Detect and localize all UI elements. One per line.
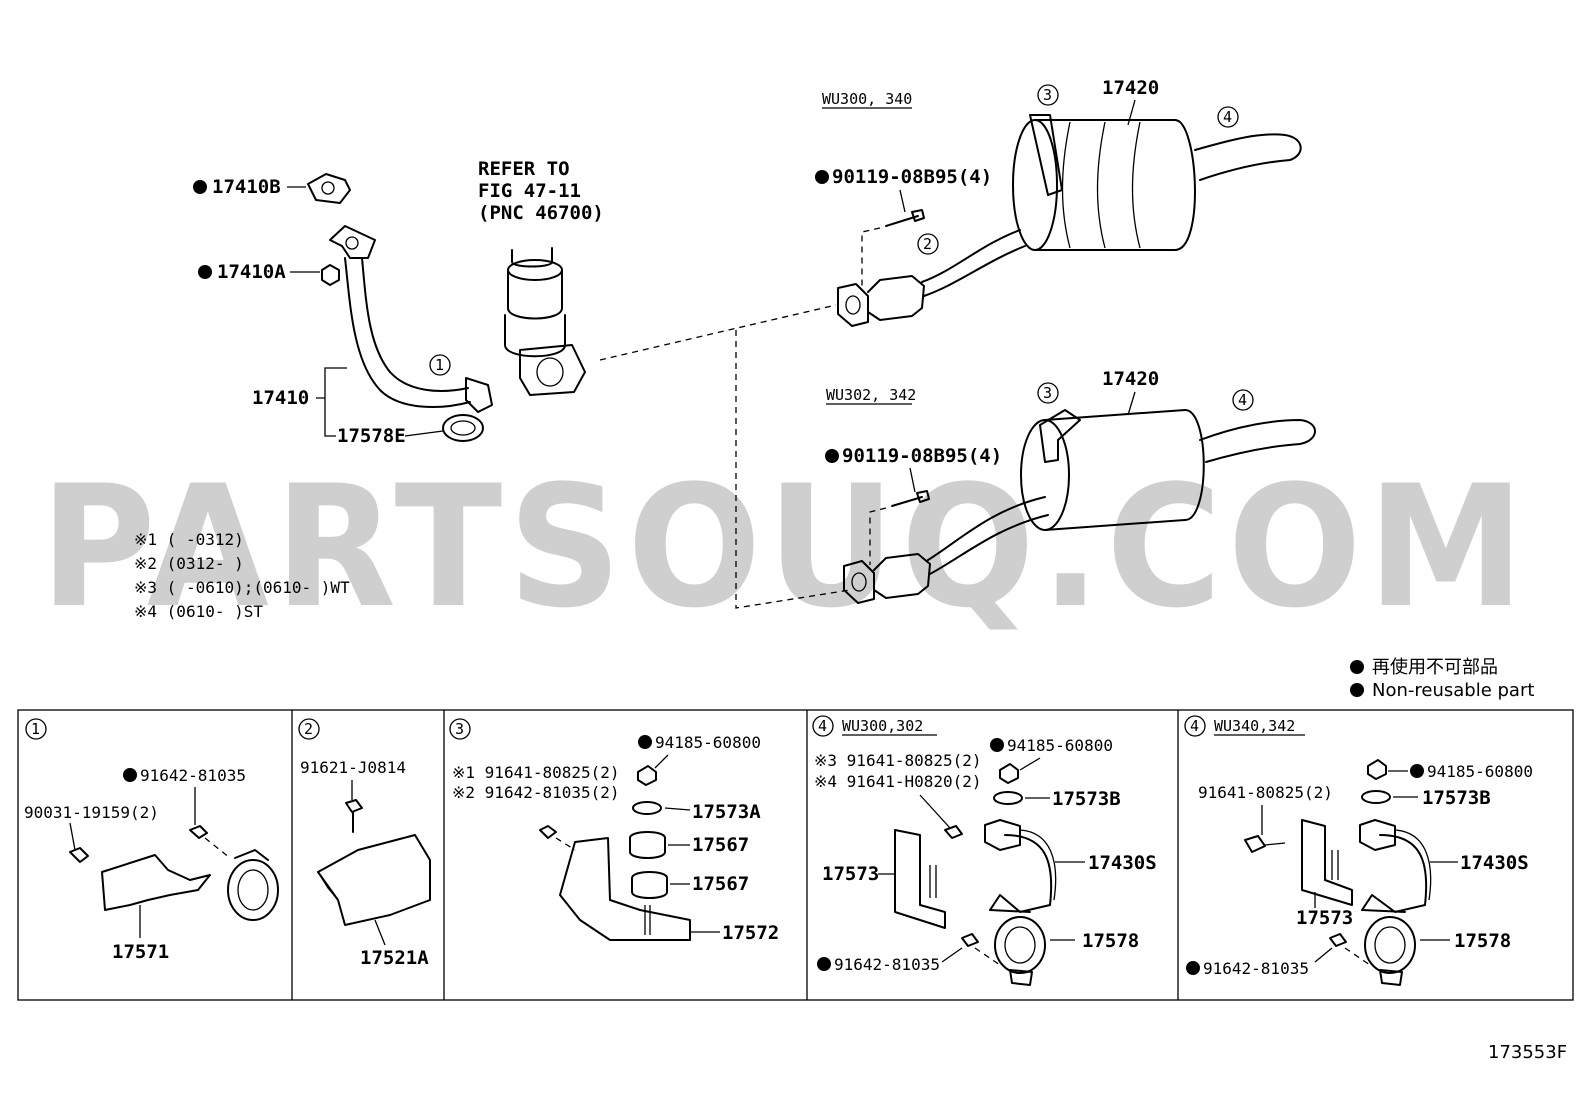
muffler-top-drawing: [837, 114, 1302, 327]
panel-4b-label-b: 17573B: [1422, 787, 1491, 809]
panel-4a-label-d: 17430S: [1088, 852, 1157, 874]
panel-3-note-1: ※1 91641-80825(2): [452, 763, 620, 782]
panel-4b: 4 WU340,342 94185-60800 91641-80825(2) 1…: [1184, 715, 1533, 986]
part-17410-label: 17410: [252, 387, 309, 409]
watermark: PARTSOUQ.COM: [40, 449, 1530, 645]
part-17578E-label: 17578E: [337, 425, 406, 447]
panel-4b-label-c: 17573: [1296, 907, 1353, 929]
note-3: ※3 ( -0610);(0610- )WT: [134, 578, 350, 597]
panel-3: 3 94185-60800 ※1 91641-80825(2) ※2 91642…: [449, 718, 779, 944]
non-reusable-dot: [825, 449, 839, 463]
panel-4a-title: WU300,302: [842, 717, 923, 735]
panel-4a: 4 WU300,302 ※3 91641-80825(2) ※4 91641-H…: [812, 715, 1157, 986]
refer-line-3: (PNC 46700): [478, 202, 604, 224]
nut-17410A-drawing: [321, 264, 340, 286]
panel-4b-label-f: 91642-81035: [1203, 959, 1309, 978]
connection-line: [599, 304, 837, 361]
non-reusable-dot: [815, 170, 829, 184]
bolt-top-label: 90119-08B95(4): [832, 166, 992, 188]
panel-1-label-b: 90031-19159(2): [24, 803, 159, 822]
svg-text:4: 4: [1223, 108, 1232, 126]
callout-1-label: 1: [435, 356, 444, 374]
panel-3-label-e: 17572: [722, 922, 779, 944]
panel-3-label-b: 17573A: [692, 801, 761, 823]
panel-1: 1 91642-81035 90031-19159(2) 17571: [24, 718, 279, 963]
legend-japanese: 再使用不可部品: [1372, 657, 1498, 678]
legend-dot-ja: [1350, 660, 1364, 674]
note-1: ※1 ( -0312): [134, 530, 244, 549]
panel-3-note-2: ※2 91642-81035(2): [452, 783, 620, 802]
panel-4a-label-e: 17578: [1082, 930, 1139, 952]
svg-text:4: 4: [1238, 391, 1247, 409]
legend-english: Non-reusable part: [1372, 680, 1534, 701]
front-pipe-17410-drawing: [329, 225, 493, 413]
panel-3-label-c: 17567: [692, 834, 749, 856]
panel-4b-label-e: 17578: [1454, 930, 1511, 952]
part-17410A-label: 17410A: [217, 261, 286, 283]
callout-1-circle: [429, 354, 451, 376]
non-reusable-dot: [193, 180, 207, 194]
callout-3-top-circle: [1037, 84, 1059, 106]
panel-3-label-a: 94185-60800: [655, 733, 761, 752]
callout-4-bottom-circle: [1232, 389, 1254, 411]
variant-top-label: WU300, 340: [822, 90, 912, 108]
panel-4a-label-a: 94185-60800: [1007, 736, 1113, 755]
muffler-bottom-drawing: [843, 409, 1316, 604]
muffler-top-label: 17420: [1102, 77, 1159, 99]
note-2: ※2 (0312- ): [134, 554, 244, 573]
clamp-17578E-drawing: [442, 414, 484, 442]
refer-line-2: FIG 47-11: [478, 180, 581, 202]
diagram-code: 173553F: [1488, 1042, 1567, 1063]
bolt-bottom-label: 90119-08B95(4): [842, 445, 1002, 467]
panel-2: 2 91621-J0814 17521A: [298, 718, 431, 969]
panel-1-number: 1: [31, 720, 40, 738]
panel-4a-number: 4: [818, 717, 827, 735]
note-4: ※4 (0610- )ST: [134, 602, 263, 621]
panel-4a-label-b: 17573B: [1052, 788, 1121, 810]
svg-text:3: 3: [1043, 384, 1052, 402]
variant-bottom-label: WU302, 342: [826, 386, 916, 404]
connection-line-lower: [735, 330, 851, 609]
panel-2-number: 2: [304, 720, 313, 738]
detail-panels-frame: [17, 709, 1574, 1001]
panel-2-label-b: 17521A: [360, 947, 429, 969]
callout-4-top-circle: [1217, 106, 1239, 128]
panel-4b-label-g: 91641-80825(2): [1198, 783, 1333, 802]
svg-text:2: 2: [923, 235, 932, 253]
refer-line-1: REFER TO: [478, 158, 570, 180]
panel-4a-note-4: ※4 91641-H0820(2): [814, 772, 982, 791]
panel-1-label-a: 91642-81035: [140, 766, 246, 785]
panel-4a-label-f: 91642-81035: [834, 955, 940, 974]
callout-2-circle: [917, 233, 939, 255]
svg-text:3: 3: [1043, 86, 1052, 104]
panel-4b-label-d: 17430S: [1460, 852, 1529, 874]
panel-3-label-d: 17567: [692, 873, 749, 895]
non-reusable-dot: [198, 265, 212, 279]
panel-2-label-a: 91621-J0814: [300, 758, 406, 777]
part-17410B-label: 17410B: [212, 176, 281, 198]
panel-3-number: 3: [455, 720, 464, 738]
panel-4b-number: 4: [1190, 717, 1199, 735]
panel-4b-label-a: 94185-60800: [1427, 762, 1533, 781]
panel-4a-label-c: 17573: [822, 863, 879, 885]
panel-4a-note-3: ※3 91641-80825(2): [814, 751, 982, 770]
legend-dot-en: [1350, 683, 1364, 697]
callout-3-bottom-circle: [1037, 382, 1059, 404]
panel-4b-title: WU340,342: [1214, 717, 1295, 735]
muffler-bottom-label: 17420: [1102, 368, 1159, 390]
panel-1-label-c: 17571: [112, 941, 169, 963]
gasket-17410B-drawing: [307, 173, 351, 204]
bolt-top-drawing: [885, 209, 925, 227]
bolt-bottom-drawing: [891, 490, 930, 507]
catalytic-converter-drawing: [504, 247, 586, 396]
